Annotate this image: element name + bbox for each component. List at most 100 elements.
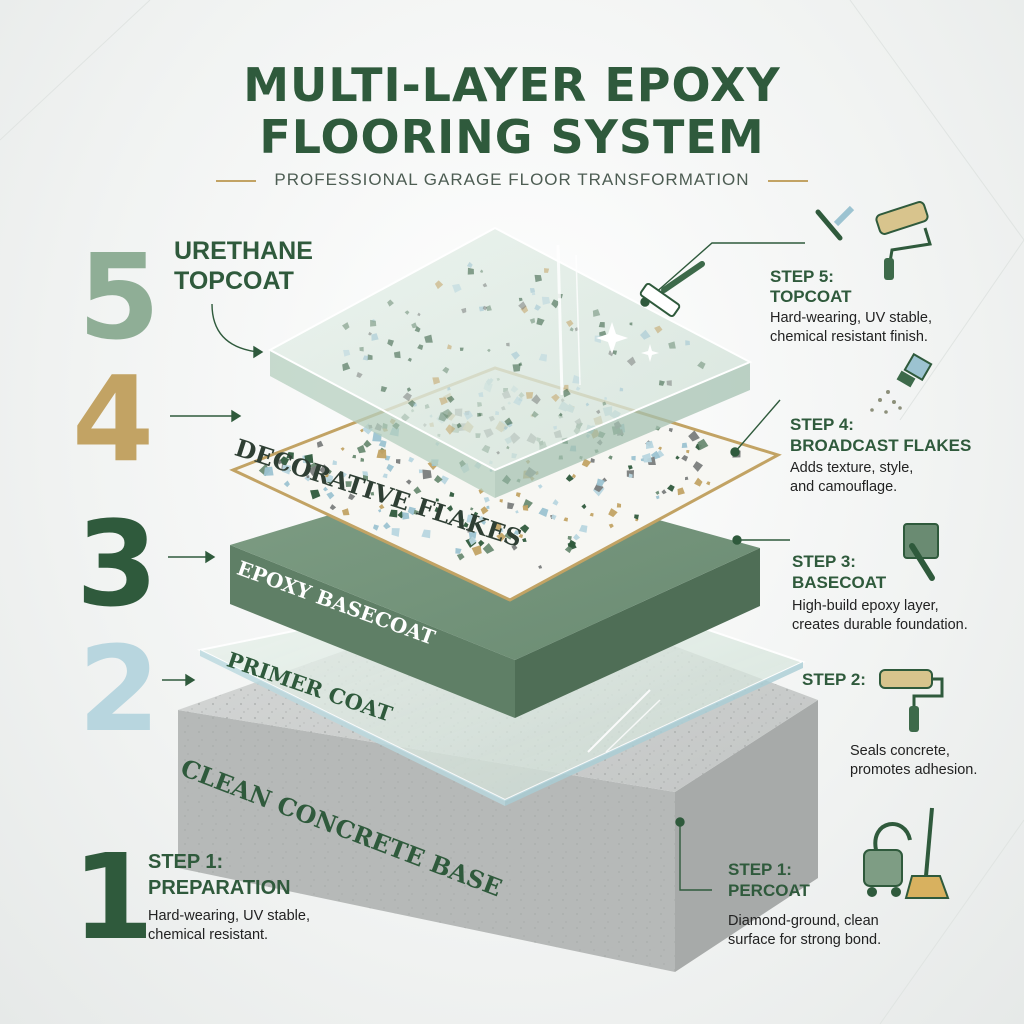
flake-particle bbox=[574, 327, 579, 332]
step2-desc-line2: promotes adhesion. bbox=[850, 762, 978, 778]
flake-particle bbox=[572, 374, 581, 384]
flake-particle bbox=[342, 362, 351, 371]
flake-particle bbox=[478, 306, 485, 312]
flake-particle bbox=[551, 299, 560, 309]
flake-particle bbox=[371, 333, 379, 341]
flake-particle bbox=[485, 305, 492, 311]
flake-particle bbox=[286, 452, 294, 460]
step2-desc-line1: Seals concrete, bbox=[850, 743, 950, 759]
flake-particle bbox=[640, 458, 644, 462]
flake-particle bbox=[518, 297, 523, 302]
flake-particle bbox=[499, 499, 503, 503]
flake-particle bbox=[563, 384, 569, 390]
page-subtitle: PROFESSIONAL GARAGE FLOOR TRANSFORMATION bbox=[274, 170, 750, 189]
flake-particle bbox=[434, 280, 444, 290]
flake-particle bbox=[281, 464, 291, 475]
flake-particle bbox=[352, 454, 356, 459]
flake-particle bbox=[538, 564, 543, 569]
flake-particle bbox=[531, 291, 536, 296]
flake-particle bbox=[681, 442, 688, 449]
flake-particle bbox=[329, 504, 337, 511]
flake-particle bbox=[495, 410, 500, 416]
flake-particle bbox=[627, 465, 633, 470]
flake-particle bbox=[306, 475, 310, 479]
urethane-label-line2: TOPCOAT bbox=[174, 267, 294, 295]
flake-particle bbox=[479, 269, 484, 273]
step2-title-line1: STEP 2: bbox=[802, 670, 866, 689]
flake-particle bbox=[473, 511, 479, 517]
flake-particle bbox=[518, 534, 524, 539]
flake-particle bbox=[446, 395, 455, 404]
flake-particle bbox=[631, 455, 636, 461]
flake-particle bbox=[356, 444, 366, 454]
flake-particle bbox=[383, 522, 391, 530]
flake-particle bbox=[654, 325, 663, 334]
flake-particle bbox=[685, 340, 690, 346]
flake-particle bbox=[684, 476, 689, 481]
flake-particle bbox=[471, 545, 482, 556]
flake-particle bbox=[341, 471, 347, 478]
flake-particle bbox=[438, 412, 449, 422]
flake-particle bbox=[558, 412, 563, 417]
flake-particle bbox=[455, 548, 462, 554]
step1-right-desc-line1: Diamond-ground, clean bbox=[728, 913, 879, 929]
flake-particle bbox=[304, 454, 314, 464]
flake-particle bbox=[441, 408, 453, 419]
step1-right-title-line2: PERCOAT bbox=[728, 881, 810, 900]
flake-particle bbox=[463, 410, 474, 421]
flake-particle bbox=[467, 527, 473, 533]
flake-particle bbox=[417, 312, 421, 317]
step1-right-desc-line2: surface for strong bond. bbox=[728, 932, 882, 948]
roller-icon bbox=[875, 201, 932, 280]
flake-particle bbox=[581, 503, 587, 510]
flake-particle bbox=[608, 455, 613, 460]
flake-particle bbox=[686, 449, 690, 454]
flake-particle bbox=[482, 542, 495, 554]
flake-particle bbox=[675, 455, 680, 460]
flake-particle bbox=[446, 344, 452, 350]
flake-particle bbox=[478, 515, 485, 522]
vacuum-icon bbox=[863, 822, 912, 897]
flake-particle bbox=[332, 460, 337, 466]
flake-particle bbox=[395, 459, 401, 465]
flake-particle bbox=[581, 458, 592, 468]
flake-particle bbox=[481, 520, 487, 525]
flake-particle bbox=[389, 509, 398, 518]
flake-particle bbox=[405, 479, 412, 485]
flake-particle bbox=[452, 283, 462, 293]
flake-particle bbox=[421, 529, 431, 539]
flake-particle bbox=[402, 512, 410, 520]
flake-particle bbox=[486, 505, 490, 509]
flake-particle bbox=[362, 355, 369, 361]
flake-particle bbox=[519, 524, 530, 534]
flake-particle bbox=[697, 361, 706, 370]
sparkle-icon bbox=[596, 322, 659, 362]
step3-desc-line2: creates durable foundation. bbox=[792, 617, 968, 633]
flake-particle bbox=[482, 282, 488, 288]
flake-particle bbox=[359, 428, 364, 433]
flake-particle bbox=[510, 351, 520, 360]
flake-particle bbox=[531, 394, 541, 405]
flake-particle bbox=[619, 387, 624, 392]
flake-particle bbox=[667, 484, 675, 492]
flake-particle bbox=[417, 344, 424, 351]
flake-particle bbox=[629, 322, 633, 326]
flake-particle bbox=[326, 491, 335, 500]
flake-particle bbox=[413, 509, 420, 515]
flake-particle bbox=[382, 473, 388, 479]
flake-particle bbox=[393, 351, 401, 359]
page-title-line1: MULTI-LAYER EPOXY bbox=[243, 58, 781, 112]
flake-particle bbox=[626, 356, 636, 367]
flake-particle bbox=[593, 482, 604, 493]
flake-particle bbox=[529, 318, 536, 324]
flake-particle bbox=[283, 480, 290, 488]
flake-particle bbox=[325, 473, 329, 478]
flake-particle bbox=[378, 440, 387, 448]
flake-particle bbox=[378, 504, 385, 510]
flake-particle bbox=[515, 492, 521, 498]
flake-particle bbox=[677, 487, 685, 496]
flake-particle bbox=[435, 498, 439, 502]
flake-particle bbox=[449, 491, 455, 498]
flake-particle bbox=[370, 491, 375, 496]
step3-title-line1: STEP 3: bbox=[792, 552, 856, 571]
